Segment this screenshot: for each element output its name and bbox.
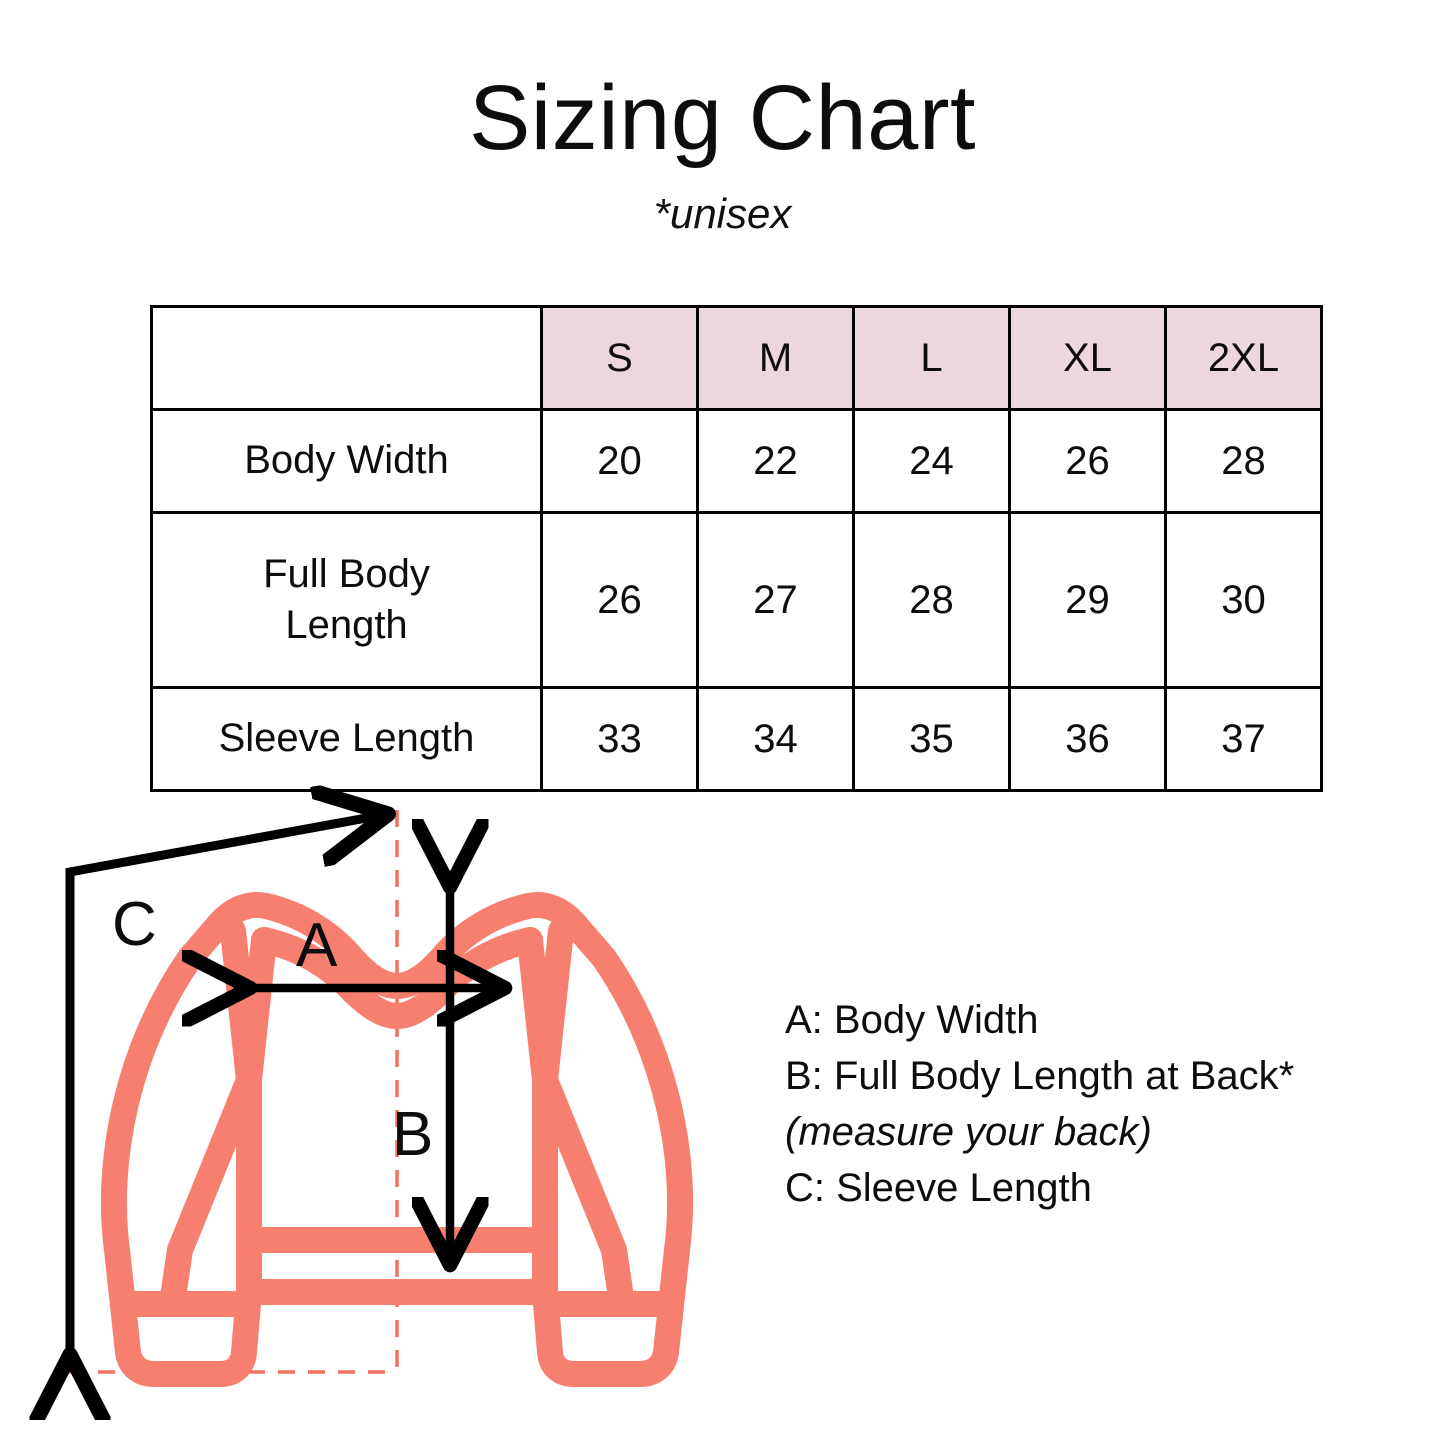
- table-header-row: S M L XL 2XL: [150, 305, 1323, 411]
- column-header-m: M: [696, 305, 855, 411]
- cell-sleeve-length-2xl: 37: [1164, 686, 1323, 792]
- sizing-table: S M L XL 2XL Body Width 20 22 24 26 28 F…: [150, 305, 1323, 792]
- table-corner-cell: [150, 305, 543, 411]
- legend-item-a: A: Body Width: [785, 998, 1039, 1042]
- row-label-full-body-length: Full Body Length: [150, 511, 543, 689]
- sizing-table-container: S M L XL 2XL Body Width 20 22 24 26 28 F…: [150, 305, 1323, 792]
- cell-sleeve-length-m: 34: [696, 686, 855, 792]
- column-header-xl: XL: [1008, 305, 1167, 411]
- cell-full-body-length-xl: 29: [1008, 511, 1167, 689]
- cell-full-body-length-2xl: 30: [1164, 511, 1323, 689]
- cell-body-width-l: 24: [852, 408, 1011, 514]
- cell-body-width-2xl: 28: [1164, 408, 1323, 514]
- measure-b-label: B: [392, 1100, 433, 1169]
- legend-item-b-note: (measure your back): [785, 1110, 1152, 1154]
- cell-sleeve-length-xl: 36: [1008, 686, 1167, 792]
- row-label-line-1: Full Body: [263, 551, 430, 596]
- legend: A: Body Width B: Full Body Length at Bac…: [785, 992, 1405, 1216]
- cell-sleeve-length-l: 35: [852, 686, 1011, 792]
- cell-body-width-m: 22: [696, 408, 855, 514]
- cell-body-width-s: 20: [540, 408, 699, 514]
- cell-full-body-length-s: 26: [540, 511, 699, 689]
- cell-sleeve-length-s: 33: [540, 686, 699, 792]
- cell-body-width-xl: 26: [1008, 408, 1167, 514]
- table-row: Body Width 20 22 24 26 28: [150, 408, 1323, 514]
- table-row: Sleeve Length 33 34 35 36 37: [150, 686, 1323, 792]
- measure-c-label: C: [112, 890, 157, 959]
- cell-full-body-length-m: 27: [696, 511, 855, 689]
- measure-c-arrow: [70, 815, 383, 1360]
- table-row: Full Body Length 26 27 28 29 30: [150, 511, 1323, 689]
- measure-a-label: A: [296, 911, 338, 980]
- page-title: Sizing Chart: [468, 67, 977, 169]
- header: Sizing Chart *unisex: [0, 0, 1445, 238]
- legend-item-c: C: Sleeve Length: [785, 1166, 1092, 1210]
- page-subtitle: *unisex: [653, 190, 792, 237]
- column-header-2xl: 2XL: [1164, 305, 1323, 411]
- row-label-line-2: Length: [285, 603, 408, 647]
- row-label-sleeve-length: Sleeve Length: [150, 686, 543, 792]
- legend-item-b: B: Full Body Length at Back*: [785, 1054, 1295, 1098]
- measurement-diagram: C A B: [0, 780, 740, 1420]
- column-header-s: S: [540, 305, 699, 411]
- cell-full-body-length-l: 28: [852, 511, 1011, 689]
- column-header-l: L: [852, 305, 1011, 411]
- row-label-body-width: Body Width: [150, 408, 543, 514]
